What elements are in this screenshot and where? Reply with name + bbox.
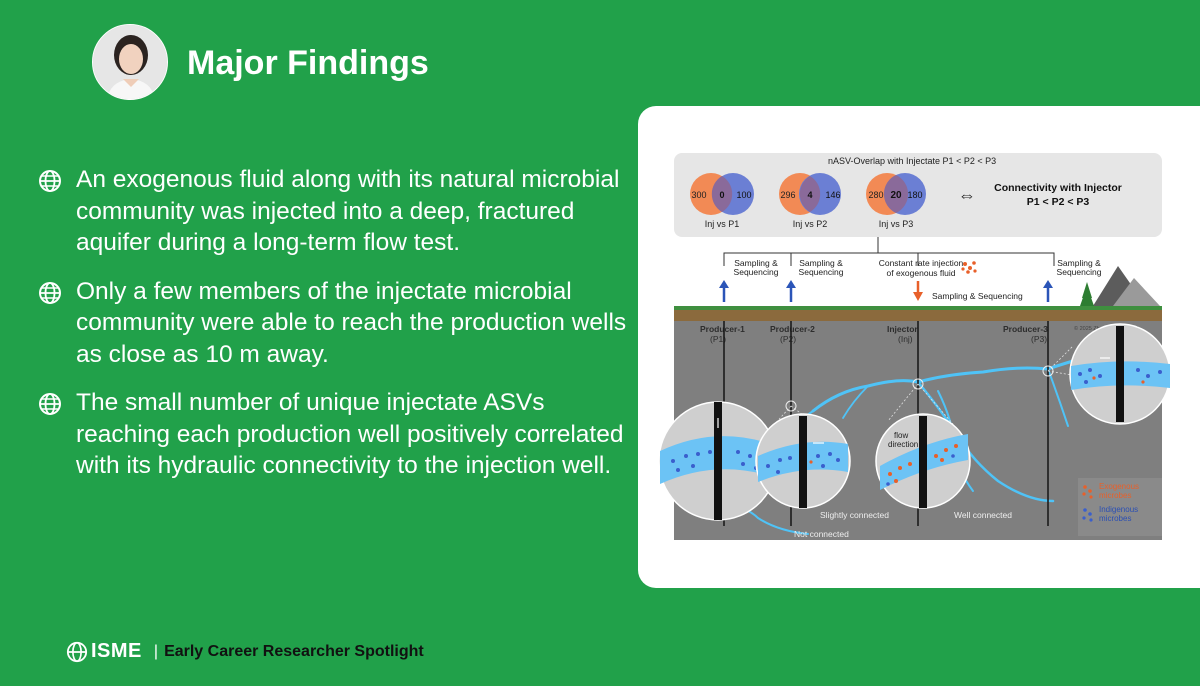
finding-text: An exogenous fluid along with its natura… (76, 166, 620, 256)
zoom-circle-p3 (1069, 323, 1171, 425)
tree-icon (1080, 282, 1094, 306)
venn-right-value: 100 (736, 190, 751, 200)
sampling-label-p1: Sampling & (734, 258, 778, 268)
connectivity-order: P1 < P2 < P3 (1027, 196, 1090, 208)
presenter-avatar (92, 24, 168, 100)
finding-item: Only a few members of the injectate micr… (38, 276, 628, 371)
venn-left-value: 280 (868, 190, 883, 200)
venn-inj-vs-p1: 300 0 100 Inj vs P1 (690, 173, 754, 229)
well-name-p2: Producer-2 (770, 324, 815, 334)
portrait-image (93, 25, 167, 99)
grass-layer (674, 306, 1162, 310)
sampling-label-p3: Sampling & (1057, 258, 1101, 268)
sampling-label-p2: Sampling & (799, 258, 843, 268)
findings-list: An exogenous fluid along with its natura… (38, 164, 628, 499)
finding-item: An exogenous fluid along with its natura… (38, 164, 628, 259)
sampling-arrows (719, 280, 1053, 302)
aquifer-diagram: nASV-Overlap with Injectate P1 < P2 < P3… (658, 153, 1171, 540)
finding-item: The small number of unique injectate ASV… (38, 387, 628, 482)
globe-icon (39, 170, 61, 192)
page-title: Major Findings (187, 44, 429, 82)
zoom-circle-p1 (658, 401, 778, 521)
venn-center-value: 20 (890, 190, 902, 201)
legend-indigenous-2: microbes (1099, 514, 1131, 523)
venn-inj-vs-p2: 296 4 146 Inj vs P2 (779, 173, 841, 229)
well-code-injector: (Inj) (898, 334, 913, 344)
isme-logo-text: ISME (91, 640, 142, 662)
well-name-p1: Producer-1 (700, 324, 745, 334)
well-connected-label: Well connected (954, 510, 1012, 520)
zoom-circle-p2 (755, 413, 851, 509)
overlap-title: nASV-Overlap with Injectate P1 < P2 < P3 (828, 156, 996, 166)
sampling-label-p1-2: Sequencing (734, 267, 779, 277)
injection-label-2: of exogenous fluid (887, 268, 956, 278)
well-code-p1: (P1) (710, 334, 726, 344)
legend: Exogenous microbes Indigenous microbes (1078, 478, 1162, 536)
sampling-label-p2-2: Sequencing (799, 267, 844, 277)
venn-label: Inj vs P1 (705, 219, 740, 229)
finding-text: The small number of unique injectate ASV… (76, 389, 624, 479)
venn-inj-vs-p3: 280 20 180 Inj vs P3 (866, 173, 926, 229)
venn-right-value: 146 (825, 190, 840, 200)
not-connected-label: Not connected (794, 529, 849, 539)
flow-label-2: direction (888, 440, 918, 449)
legend-exogenous-2: microbes (1099, 491, 1131, 500)
well-code-p3: (P3) (1031, 334, 1047, 344)
venn-left-value: 300 (691, 190, 706, 200)
indigenous-microbe-icon (1082, 508, 1093, 522)
venn-center-value: 4 (807, 190, 812, 200)
venn-label: Inj vs P3 (879, 219, 914, 229)
microbe-cluster-icon (961, 261, 977, 274)
globe-icon (39, 281, 61, 304)
legend-exogenous: Exogenous (1099, 482, 1139, 491)
well-name-p3: Producer-3 (1003, 324, 1048, 334)
mountain-icon (1113, 278, 1160, 306)
well-code-p2: (P2) (780, 334, 796, 344)
exogenous-microbe-icon (1082, 485, 1093, 499)
flow-label: flow (894, 431, 908, 440)
connectivity-title: Connectivity with Injector (994, 182, 1122, 194)
isme-globe-icon (66, 641, 88, 662)
footer-tagline: Early Career Researcher Spotlight (164, 642, 424, 660)
globe-icon (39, 393, 61, 415)
footer-separator: | (153, 642, 159, 660)
venn-label: Inj vs P2 (793, 219, 828, 229)
injection-label: Constant rate injection (879, 258, 964, 268)
well-name-injector: Injector (887, 324, 918, 334)
injector-sampling-label: Sampling & Sequencing (932, 291, 1023, 301)
sampling-label-p3-2: Sequencing (1057, 267, 1102, 277)
soil-layer (674, 310, 1162, 321)
venn-left-value: 296 (780, 190, 795, 200)
equivalence-arrow: ⇔ (958, 185, 976, 205)
footer: ISME | Early Career Researcher Spotlight (66, 640, 424, 663)
figure-card: nASV-Overlap with Injectate P1 < P2 < P3… (638, 106, 1200, 588)
zoom-circle-injector: flow direction (875, 413, 971, 509)
venn-right-value: 180 (907, 190, 922, 200)
venn-center-value: 0 (719, 190, 724, 200)
slightly-connected-label: Slightly connected (820, 510, 889, 520)
legend-indigenous: Indigenous (1099, 505, 1138, 514)
link-bracket (723, 237, 1055, 266)
finding-text: Only a few members of the injectate micr… (76, 277, 627, 368)
